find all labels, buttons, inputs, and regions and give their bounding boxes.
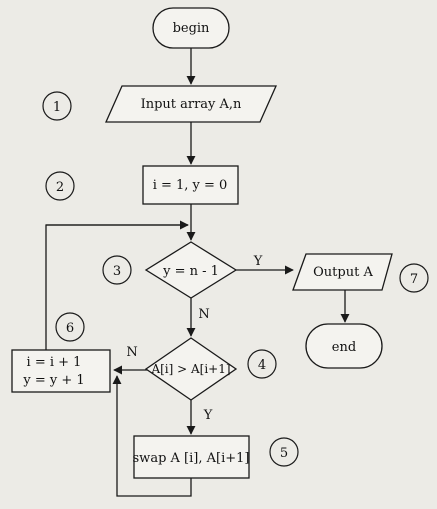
step-marker-6: 6	[55, 312, 85, 342]
increment-label-line1: i = i + 1	[27, 355, 82, 370]
increment-label-line2: y = y + 1	[22, 373, 84, 388]
step-marker-5: 5	[269, 437, 299, 467]
decision-n-shape	[144, 241, 238, 299]
increment-node: i = i + 1 y = y + 1	[11, 349, 111, 393]
step-marker-6-number: 6	[66, 321, 74, 336]
step-marker-7-circle	[399, 263, 429, 293]
compare-shape	[144, 337, 238, 401]
edge-label-decision-no: N	[198, 307, 209, 322]
step-marker-3: 3	[102, 255, 132, 285]
edge-labels: Y N N Y	[126, 254, 262, 423]
end-label: end	[332, 340, 356, 355]
compare-node: A[i] > A[i+1]	[144, 337, 238, 401]
compare-label: A[i] > A[i+1]	[150, 362, 230, 376]
swap-shape	[133, 435, 250, 479]
init-node: i = 1, y = 0	[142, 165, 239, 205]
output-label: Output A	[313, 265, 373, 280]
swap-node: swap A [i], A[i+1]	[133, 435, 250, 479]
begin-node: begin	[152, 7, 230, 49]
end-shape	[305, 323, 383, 369]
decision-n-node: y = n - 1	[144, 241, 238, 299]
step-marker-1: 1	[42, 91, 72, 121]
init-shape	[142, 165, 239, 205]
step-marker-7: 7	[399, 263, 429, 293]
step-marker-3-number: 3	[113, 264, 121, 279]
step-marker-2: 2	[45, 171, 75, 201]
step-marker-5-number: 5	[280, 446, 288, 461]
edge-label-compare-yes: Y	[203, 408, 213, 423]
step-marker-1-circle	[42, 91, 72, 121]
step-marker-6-circle	[55, 312, 85, 342]
init-label: i = 1, y = 0	[153, 178, 228, 193]
connectors	[45, 48, 350, 497]
step-marker-1-number: 1	[53, 100, 61, 115]
edge-label-compare-no: N	[126, 345, 137, 360]
step-marker-5-circle	[269, 437, 299, 467]
step-marker-2-number: 2	[56, 180, 64, 195]
edge-label-decision-yes: Y	[253, 254, 263, 269]
output-node: Output A	[292, 253, 393, 291]
step-marker-4-circle	[247, 349, 277, 379]
swap-label: swap A [i], A[i+1]	[133, 451, 250, 466]
step-marker-4-number: 4	[258, 358, 266, 373]
input-node: Input array A,n	[104, 85, 278, 123]
step-marker-2-circle	[45, 171, 75, 201]
input-label: Input array A,n	[141, 97, 242, 112]
step-marker-3-circle	[102, 255, 132, 285]
arrow-swap-loop-back	[112, 375, 192, 497]
decision-n-label: y = n - 1	[162, 264, 219, 279]
input-shape	[104, 85, 278, 123]
begin-shape	[152, 7, 230, 49]
step-marker-7-number: 7	[410, 272, 418, 287]
begin-label: begin	[173, 21, 210, 36]
step-marker-4: 4	[247, 349, 277, 379]
increment-shape	[11, 349, 111, 393]
output-shape	[292, 253, 393, 291]
end-node: end	[305, 323, 383, 369]
step-markers: 1 2 3 4 5 6 7	[42, 91, 429, 467]
